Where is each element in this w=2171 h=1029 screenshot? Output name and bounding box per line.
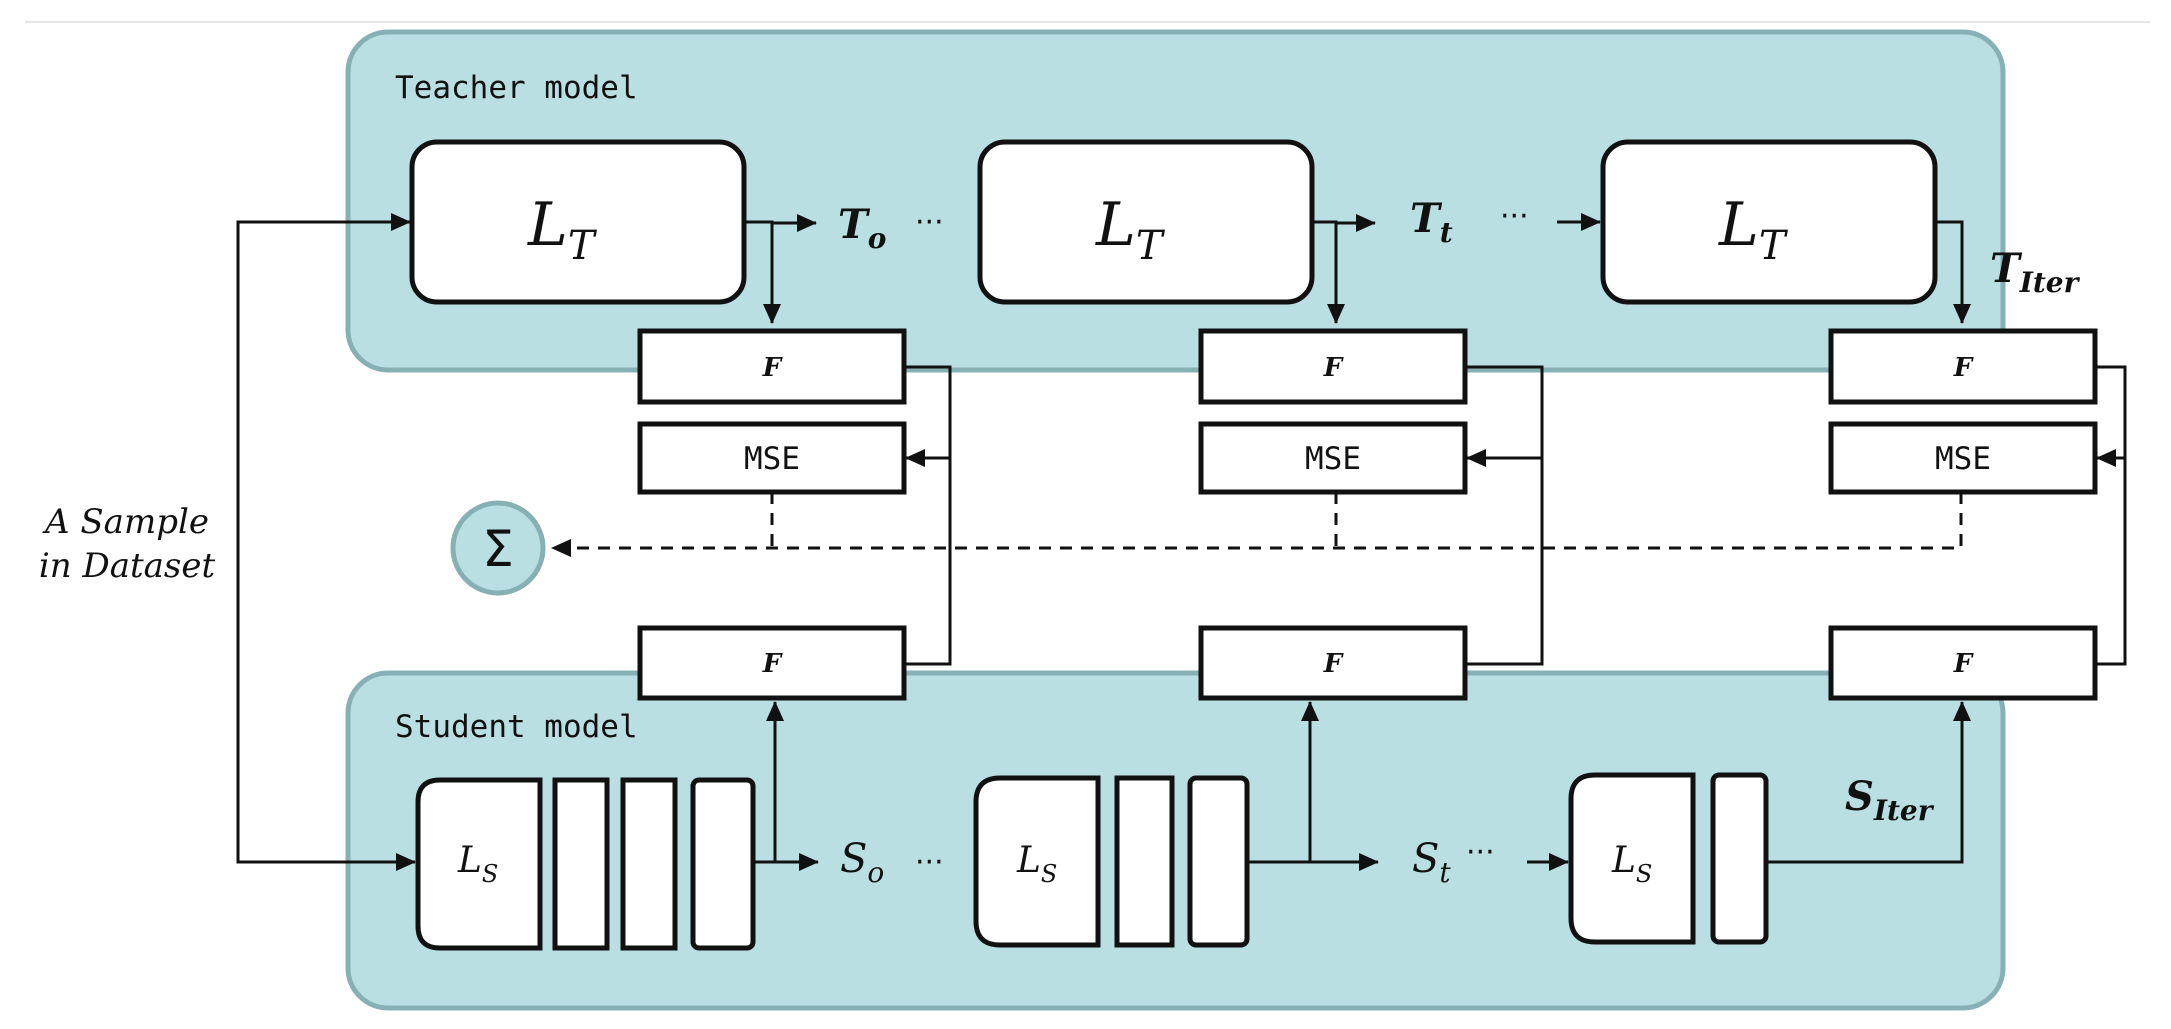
svg-text:LS: LS <box>1611 840 1652 888</box>
ellipsis-teacher-0: ··· <box>915 205 944 240</box>
svg-text:MSE: MSE <box>1305 441 1361 477</box>
teacher-f-box-1: F <box>1198 328 1468 405</box>
ellipsis-student-1: ··· <box>1466 835 1495 870</box>
input-label-line2: in Dataset <box>39 546 216 586</box>
svg-text:MSE: MSE <box>744 441 800 477</box>
mse-box-1: MSE <box>1198 421 1468 495</box>
svg-text:LT: LT <box>1718 190 1789 269</box>
svg-text:LT: LT <box>1095 190 1166 269</box>
sum-node: Σ <box>450 500 546 596</box>
svg-text:MSE: MSE <box>1935 441 1991 477</box>
student-output-2: SIter <box>1845 773 1935 827</box>
teacher-output-1: Tt <box>1410 195 1453 249</box>
student-f-box-1: F <box>1198 625 1468 701</box>
input-label-line1: A Sample <box>42 502 209 542</box>
teacher-f-box-2: F <box>1828 328 2098 405</box>
svg-text:F: F <box>1953 649 1974 679</box>
svg-text:LS: LS <box>457 840 498 888</box>
mse-box-2: MSE <box>1828 421 2098 495</box>
svg-text:LS: LS <box>1016 840 1057 888</box>
input-connector <box>236 220 410 864</box>
student-f-box-2: F <box>1828 625 2098 701</box>
student-output-0: So <box>840 836 884 889</box>
svg-text:F: F <box>762 649 783 679</box>
svg-text:F: F <box>1953 353 1974 383</box>
teacher-output-0: To <box>838 201 886 255</box>
student-layer-2: LS <box>1568 772 1769 945</box>
teacher-layer-2: LT <box>1600 139 1938 305</box>
svg-text:Σ: Σ <box>482 520 514 578</box>
student-output-1: St <box>1412 836 1451 889</box>
svg-text:LT: LT <box>527 190 598 269</box>
svg-text:F: F <box>1323 649 1344 679</box>
svg-text:F: F <box>1323 353 1344 383</box>
teacher-layer-1: LT <box>977 139 1315 305</box>
teacher-output-2: TIter <box>1990 245 2081 299</box>
svg-text:F: F <box>762 353 783 383</box>
student-model-title: Student model <box>395 709 638 745</box>
teacher-layer-0: LT <box>409 139 747 305</box>
mse-box-0: MSE <box>637 421 907 495</box>
student-layer-0: LS <box>415 777 756 951</box>
teacher-f-box-0: F <box>637 328 907 405</box>
ellipsis-student-0: ··· <box>915 845 944 880</box>
student-f-box-0: F <box>637 625 907 701</box>
teacher-model-title: Teacher model <box>395 70 638 106</box>
ellipsis-teacher-1: ··· <box>1500 199 1529 234</box>
